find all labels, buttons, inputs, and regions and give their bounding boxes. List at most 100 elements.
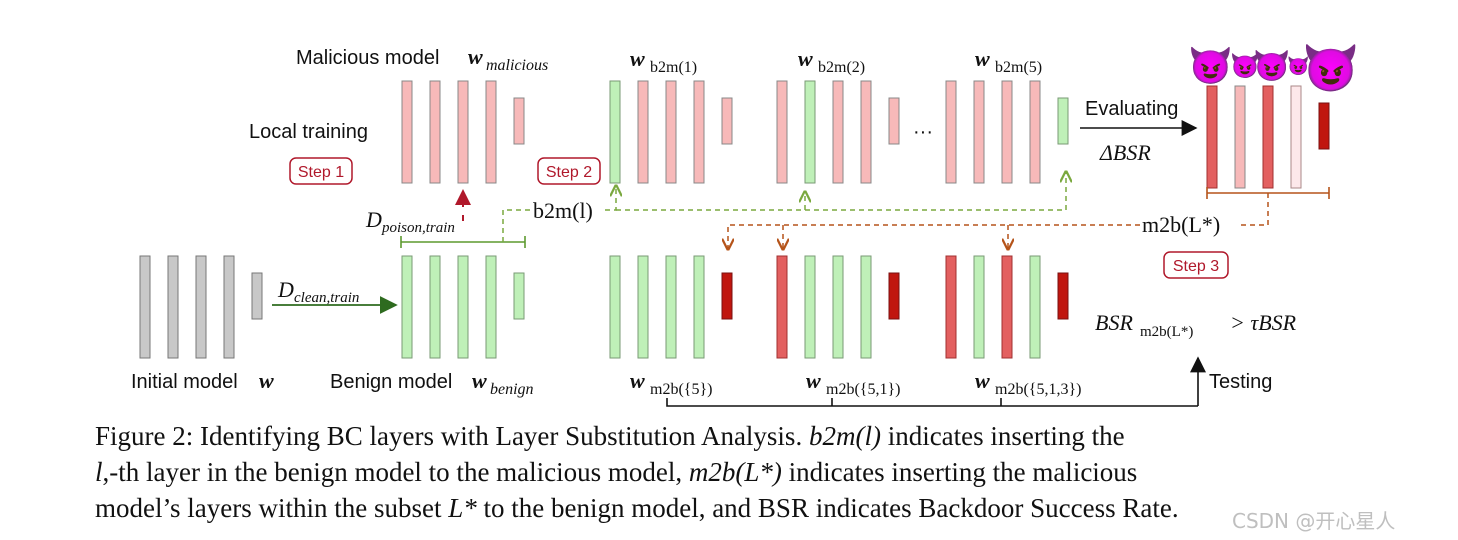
figure-caption: Figure 2: Identifying BC layers with Lay… [95,418,1395,526]
evaluated-model-layer-1 [1206,85,1218,189]
caption-math: L* [448,493,477,523]
w-m2b5-symbol: w [630,368,645,393]
m2b51-model-layer-5 [888,272,900,320]
w-m2b51-symbol: w [806,368,821,393]
b2m-dashed-arrows [502,172,1066,242]
caption-text: indicates inserting the malicious [788,457,1138,487]
b2m1-model-layer-5 [721,97,733,145]
b2m-l-label: b2m(l) [533,198,593,223]
w-m2b513-sub: m2b({5,1,3}) [995,381,1081,398]
evaluated-model-layer-2 [1234,85,1246,189]
w-benign-symbol: w [472,368,487,393]
b2m5-model-layer-3 [1001,80,1013,184]
w-b2m5-symbol: w [975,46,990,71]
devil-icon: 😈 [1302,42,1359,94]
w-m2b5-sub: m2b({5}) [650,381,712,398]
m2b-label: m2b(L*) [1142,212,1220,237]
caption-math: m2b(L*) [688,457,782,487]
devil-icon: 😈 [1230,53,1260,80]
benign-bracket [400,236,526,248]
caption-line-3: model’s layers within the subset L* to t… [95,490,1395,526]
testing-connector [666,356,1206,407]
ellipsis: ··· [913,121,933,143]
step2-badge [537,157,601,185]
w-initial-symbol: w [259,368,274,393]
bsr-condition-sub: m2b(L*) [1140,324,1193,340]
evaluated-model-layer-5 [1318,102,1330,150]
b2m2-model-layer-1 [776,80,788,184]
step2-label: Step 2 [546,164,592,181]
caption-text: model’s layers within the subset [95,493,442,523]
initial-model-layer-2 [167,255,179,359]
initial-model-layer-5 [251,272,263,320]
m2b513-model-layer-3 [1001,255,1013,359]
caption-text: to the benign model, and BSR indicates B… [483,493,1179,523]
benign-model-layer-2 [429,255,441,359]
w-m2b51-sub: m2b({5,1}) [826,381,900,398]
devil-icon: 😈 [1287,56,1309,76]
devil-icon: 😈 [1188,45,1233,86]
d-clean-sub: clean,train [294,290,359,306]
m2b51-model-layer-3 [832,255,844,359]
malicious-model-layer-2 [429,80,441,184]
model-layers [139,80,1330,359]
m2b5-model-layer-4 [693,255,705,359]
malicious-model-layer-4 [485,80,497,184]
b2m2-model-layer-5 [888,97,900,145]
b2m5-model-layer-5 [1057,97,1069,145]
initial-model-label: Initial model [131,371,238,393]
step3-badge [1163,251,1229,279]
m2b513-model-layer-2 [973,255,985,359]
caption-text: layer in the benign model to the malicio… [146,457,683,487]
d-poison-sub: poison,train [381,220,455,236]
local-training-label: Local training [249,121,368,143]
benign-model-label: Benign model [330,371,452,393]
b2m1-model-layer-4 [693,80,705,184]
caption-text: ,-th [102,457,140,487]
w-b2m1-sub: b2m(1) [650,59,697,76]
m2b5-model-layer-3 [665,255,677,359]
benign-model-layer-5 [513,272,525,320]
b2m1-model-layer-1 [609,80,621,184]
caption-math: b2m(l) [808,421,881,451]
delta-bsr-label: ΔBSR [1099,140,1151,165]
initial-model-layer-1 [139,255,151,359]
devil-icon: 😈 [1253,49,1290,83]
m2b-dashed-arrows [728,193,1269,249]
w-malicious-sub: malicious [486,57,548,74]
evaluating-label: Evaluating [1085,98,1178,120]
w-b2m2-symbol: w [798,46,813,71]
caption-math: l [95,457,103,487]
b2m5-model-layer-1 [945,80,957,184]
caption-text: indicates inserting the [887,421,1125,451]
initial-model-layer-3 [195,255,207,359]
m2b513-model-layer-5 [1057,272,1069,320]
w-malicious-symbol: w [468,44,483,69]
caption-text: Figure 2: Identifying BC layers with Lay… [95,421,803,451]
step1-badge [289,157,353,185]
w-m2b513-symbol: w [975,368,990,393]
bsr-condition-rhs: > τBSR [1230,310,1297,335]
m2b5-model-layer-2 [637,255,649,359]
m2b513-model-layer-1 [945,255,957,359]
initial-model-layer-4 [223,255,235,359]
evaluated-model-layer-4 [1290,85,1302,189]
w-benign-sub: benign [490,381,534,398]
m2b5-model-layer-1 [609,255,621,359]
m2b51-model-layer-1 [776,255,788,359]
b2m1-model-layer-2 [637,80,649,184]
step3-label: Step 3 [1173,258,1219,275]
devil-icons: 😈 😈 😈 😈 😈 [1188,42,1359,94]
b2m5-model-layer-4 [1029,80,1041,184]
w-b2m2-sub: b2m(2) [818,59,865,76]
caption-line-2: l,-th layer in the benign model to the m… [95,454,1395,490]
b2m2-model-layer-4 [860,80,872,184]
b2m5-model-layer-2 [973,80,985,184]
m2b51-model-layer-2 [804,255,816,359]
step1-label: Step 1 [298,164,344,181]
malicious-model-label: Malicious model [296,47,439,69]
b2m2-model-layer-3 [832,80,844,184]
watermark: CSDN @开心星人 [1232,509,1396,533]
benign-model-layer-3 [457,255,469,359]
